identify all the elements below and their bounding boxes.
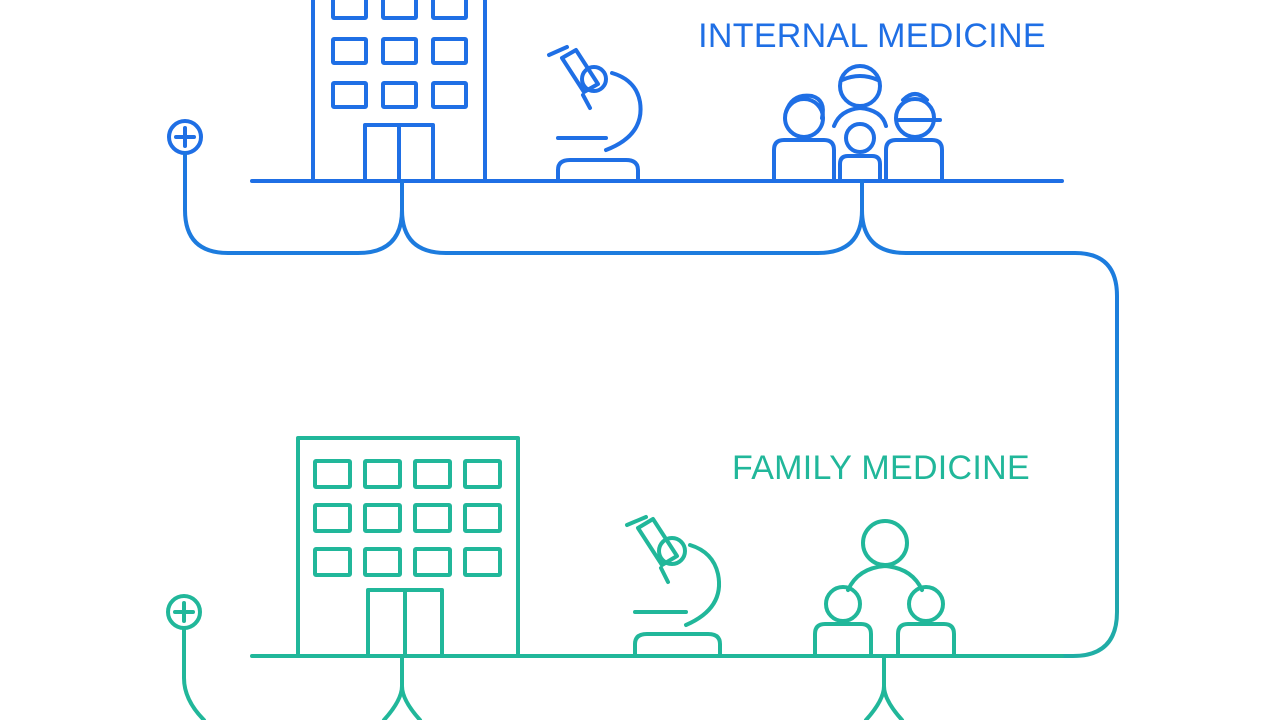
stethoscope-chestpiece-icon xyxy=(167,119,203,155)
family-medicine-title: FAMILY MEDICINE xyxy=(732,449,1030,487)
parent-children-icon xyxy=(813,519,956,658)
family-medicine-section: FAMILY MEDICINE xyxy=(166,436,1064,720)
family-group-icon xyxy=(772,64,944,183)
stethoscope-tube xyxy=(183,151,1119,658)
hospital-building-icon xyxy=(311,0,487,183)
stethoscope-chestpiece-icon xyxy=(166,594,202,630)
stethoscope-tube-bottom xyxy=(182,626,904,720)
microscope-icon xyxy=(625,515,722,658)
microscope-icon xyxy=(547,45,643,183)
internal-medicine-title: INTERNAL MEDICINE xyxy=(698,17,1046,55)
hospital-building-icon xyxy=(296,436,520,658)
internal-medicine-section: INTERNAL MEDICINE xyxy=(167,0,1119,658)
